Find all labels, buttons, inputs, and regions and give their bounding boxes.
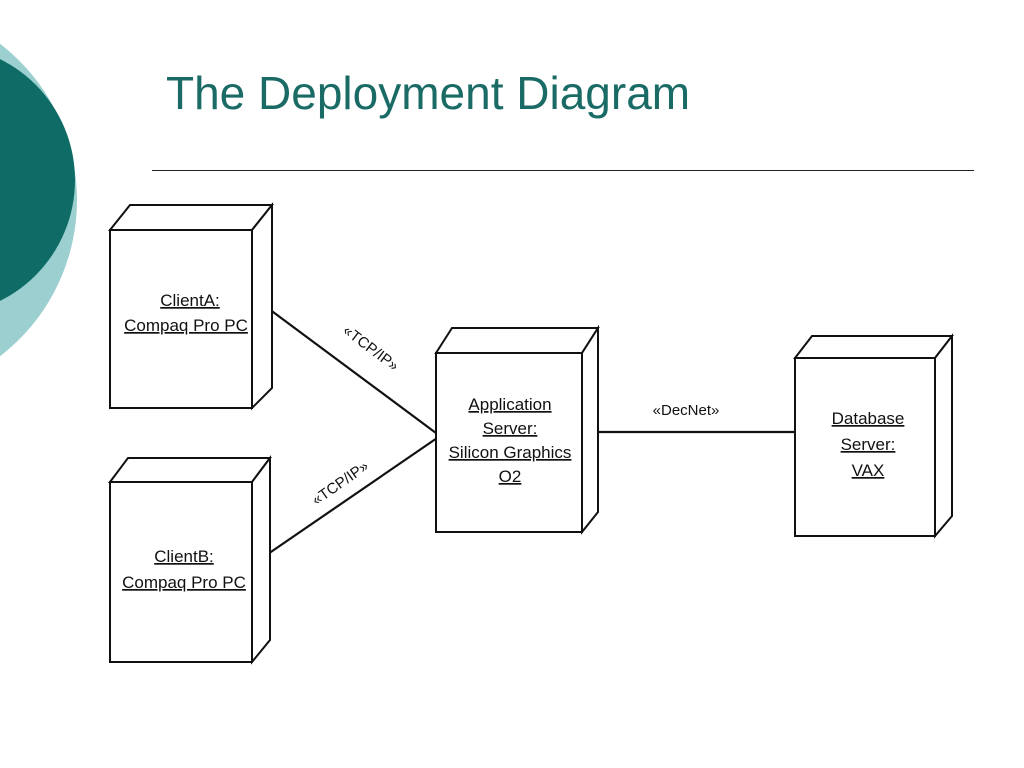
node-front-face <box>109 229 253 409</box>
node-side-face <box>251 202 273 411</box>
node-clientA: ClientA: Compaq Pro PC <box>107 202 275 411</box>
decorative-circles <box>0 43 77 357</box>
node-front-face <box>109 481 253 663</box>
node-side-face <box>251 455 271 665</box>
node-clientB: ClientB: Compaq Pro PC <box>108 455 272 665</box>
node-application-server: Application Server: Silicon Graphics O2 <box>434 324 600 535</box>
node-label-line: Application <box>468 395 551 414</box>
connection-label-dbserver: «DecNet» <box>653 402 720 419</box>
connection-label-clientB: «TCP/IP» <box>309 458 372 509</box>
node-label-line: ClientB: <box>154 547 214 566</box>
node-top-face <box>792 335 955 359</box>
title-divider <box>152 170 974 171</box>
connection-label-clientA: «TCP/IP» <box>340 322 402 375</box>
node-label-line: O2 <box>499 467 522 486</box>
node-top-face <box>434 327 600 354</box>
node-label-line: Silicon Graphics <box>449 443 572 462</box>
node-top-face <box>107 204 275 231</box>
node-label-line: Server: <box>483 419 538 438</box>
node-label-line: ClientA: <box>160 291 220 310</box>
node-label-line: Server: <box>841 435 896 454</box>
node-label-line: Compaq Pro PC <box>122 573 246 592</box>
node-top-face <box>108 457 272 483</box>
dark-teal-circle <box>0 59 75 301</box>
node-label-line: Compaq Pro PC <box>124 316 248 335</box>
node-front-face <box>794 357 936 537</box>
node-front-face <box>435 352 583 533</box>
node-database-server: Database Server: VAX <box>792 333 955 539</box>
node-label-line: VAX <box>852 461 885 480</box>
connection-line-clientB-appserver <box>264 435 441 557</box>
node-side-face <box>581 324 599 535</box>
slide-title: The Deployment Diagram <box>166 67 691 119</box>
node-side-face <box>934 333 953 539</box>
node-label-line: Database <box>832 409 905 428</box>
connection-line-clientA-appserver <box>264 305 441 437</box>
